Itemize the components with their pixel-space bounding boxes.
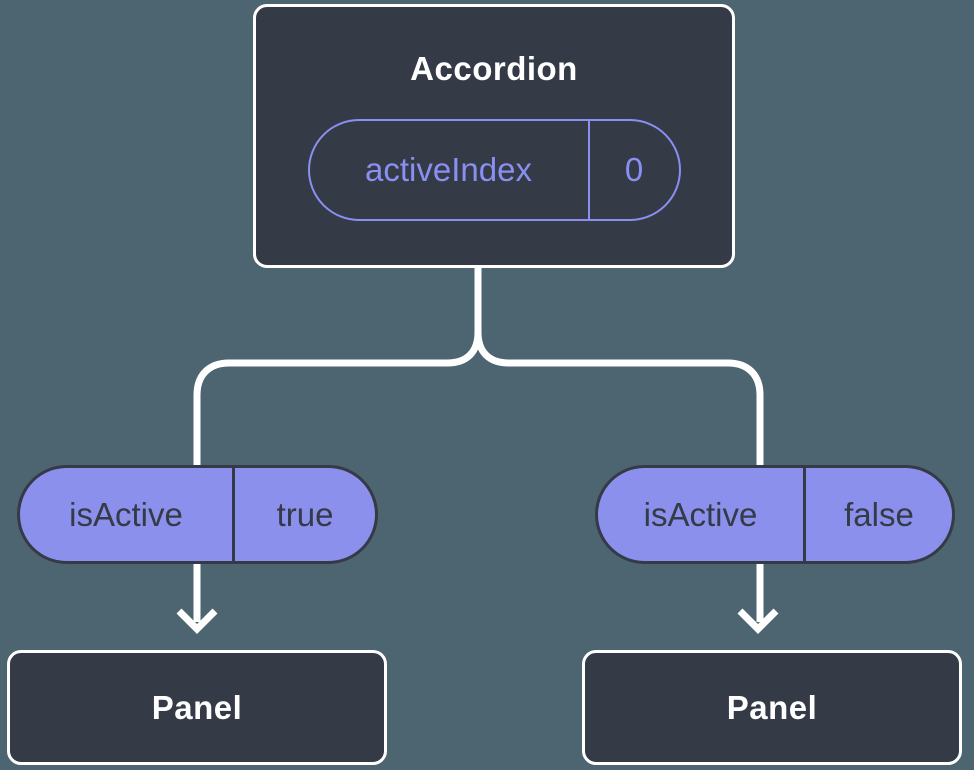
accordion-node-title: Accordion	[410, 50, 578, 87]
panel-node-title: Panel	[151, 688, 243, 726]
prop-name-label: isActive	[69, 495, 183, 533]
panel-node-right: Panel	[582, 650, 962, 765]
prop-name-label: isActive	[643, 495, 758, 533]
arrow-down-icon	[176, 608, 218, 634]
arrow-down-icon	[737, 608, 779, 634]
accordion-node: Accordion activeIndex 0	[253, 4, 735, 268]
state-pill-activeindex: activeIndex 0	[307, 119, 681, 221]
panel-node-title: Panel	[726, 688, 818, 726]
branch-line-right	[474, 331, 764, 622]
state-value-label: 0	[587, 121, 679, 219]
prop-value-label: true	[232, 468, 375, 561]
state-name-label: activeIndex	[365, 151, 532, 188]
prop-pill-isactive-false: isActive false	[595, 465, 955, 564]
panel-node-left: Panel	[7, 650, 387, 765]
branch-line-left	[193, 264, 482, 622]
prop-pill-isactive-true: isActive true	[17, 465, 378, 564]
prop-value-label: false	[803, 468, 952, 561]
